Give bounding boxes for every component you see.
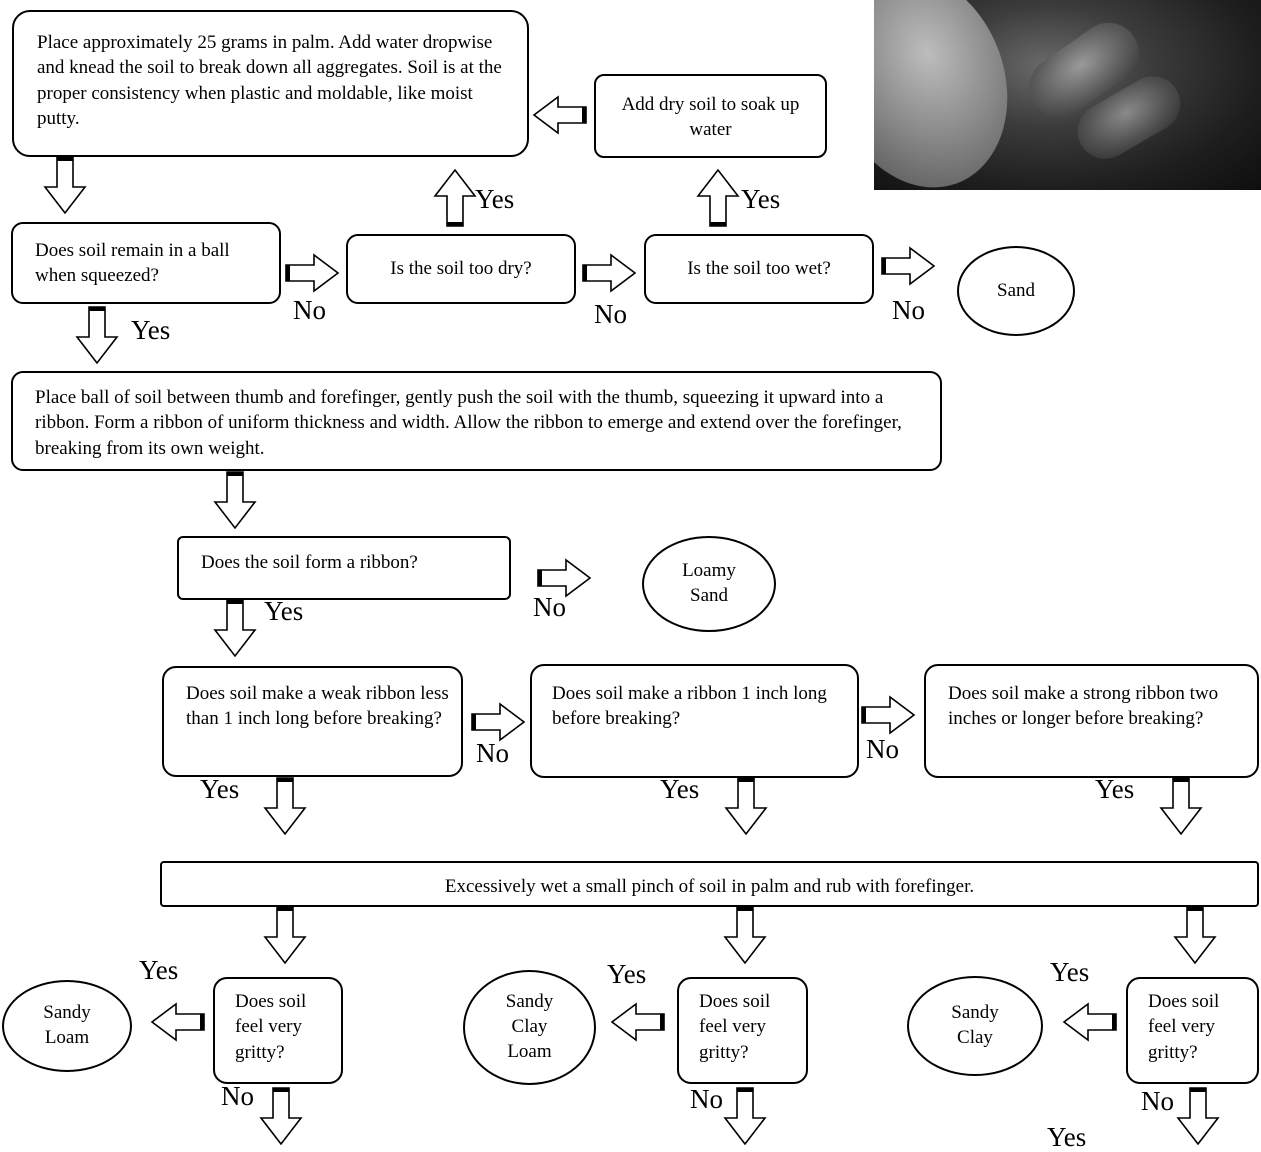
form-ribbon-text: Does the soil form a ribbon? xyxy=(201,552,418,573)
result-sandy-loam: Sandy Loam xyxy=(2,980,132,1072)
label-yes-gritty-1: Yes xyxy=(139,955,179,985)
result-sand-text: Sand xyxy=(997,279,1035,301)
arrow-form-ribbon-yes xyxy=(214,599,256,657)
result-sandy-clay-loam-text: Sandy Clay Loam xyxy=(505,991,554,1062)
strong-ribbon-box: Does soil make a strong ribbon two inche… xyxy=(924,664,1259,778)
arrow-too-dry-up xyxy=(434,169,476,227)
label-yes-too-dry: Yes xyxy=(475,184,515,214)
knead-step-box: Place approximately 25 grams in palm. Ad… xyxy=(12,10,529,157)
arrow-gritty-2-yes xyxy=(611,1003,665,1041)
arrow-weak-yes xyxy=(264,777,306,835)
knead-step-text: Place approximately 25 grams in palm. Ad… xyxy=(37,32,502,130)
arrow-to-knead xyxy=(533,96,587,134)
too-wet-box: Is the soil too wet? xyxy=(644,234,874,304)
label-no-1inch: No xyxy=(866,734,899,764)
add-dry-soil-text: Add dry soil to soak up water xyxy=(621,94,800,141)
arrow-1inch-no xyxy=(861,696,915,734)
result-sandy-clay-text: Sandy Clay xyxy=(951,1002,999,1048)
arrow-gritty-3-yes xyxy=(1063,1003,1117,1041)
label-yes-gritty-3: Yes xyxy=(1050,957,1090,987)
too-wet-text: Is the soil too wet? xyxy=(687,258,831,279)
label-no-too-wet: No xyxy=(892,295,925,325)
label-no-weak: No xyxy=(476,738,509,768)
label-yes-ball: Yes xyxy=(131,315,171,345)
result-sand: Sand xyxy=(957,246,1075,336)
wet-pinch-text: Excessively wet a small pinch of soil in… xyxy=(444,876,975,897)
result-sandy-loam-text: Sandy Loam xyxy=(43,1002,91,1048)
arrow-ball-no xyxy=(285,254,339,292)
arrow-too-wet-up xyxy=(697,169,739,227)
arrow-ball-yes xyxy=(76,306,118,364)
ribbon-1inch-text: Does soil make a ribbon 1 inch long befo… xyxy=(552,683,827,730)
soil-photo xyxy=(874,0,1261,190)
result-sandy-clay-loam: Sandy Clay Loam xyxy=(463,970,596,1085)
too-dry-box: Is the soil too dry? xyxy=(346,234,576,304)
ball-question-text: Does soil remain in a ball when squeezed… xyxy=(35,240,230,287)
arrow-gritty-3-no xyxy=(1177,1087,1219,1145)
strong-ribbon-text: Does soil make a strong ribbon two inche… xyxy=(948,683,1219,730)
label-no-gritty-2: No xyxy=(690,1084,723,1114)
result-loamy-sand-text: Loamy Sand xyxy=(682,560,736,606)
weak-ribbon-text: Does soil make a weak ribbon less than 1… xyxy=(186,683,449,730)
arrow-strong-yes xyxy=(1160,777,1202,835)
ribbon-instructions-box: Place ball of soil between thumb and for… xyxy=(11,371,942,471)
gritty-text-2: Does soil feel very gritty? xyxy=(699,991,771,1063)
arrow-gritty-1-no xyxy=(260,1087,302,1145)
ribbon-instructions-text: Place ball of soil between thumb and for… xyxy=(35,387,902,459)
gritty-text-3: Does soil feel very gritty? xyxy=(1148,991,1220,1063)
label-no-form-ribbon: No xyxy=(533,592,566,622)
form-ribbon-box: Does the soil form a ribbon? xyxy=(177,536,511,600)
ribbon-1inch-box: Does soil make a ribbon 1 inch long befo… xyxy=(530,664,859,778)
label-no-gritty-3: No xyxy=(1141,1086,1174,1116)
arrow-form-ribbon-no xyxy=(537,559,591,597)
ball-question-box: Does soil remain in a ball when squeezed… xyxy=(11,222,281,304)
label-no-ball: No xyxy=(293,295,326,325)
gritty-box-3: Does soil feel very gritty? xyxy=(1126,977,1259,1084)
add-dry-soil-box: Add dry soil to soak up water xyxy=(594,74,827,158)
arrow-weak-no xyxy=(471,703,525,741)
label-yes-strong: Yes xyxy=(1095,774,1135,804)
arrow-1inch-yes xyxy=(725,777,767,835)
label-yes-too-wet: Yes xyxy=(741,184,781,214)
arrow-pinch-3 xyxy=(1174,906,1216,964)
label-no-too-dry: No xyxy=(594,299,627,329)
arrow-pinch-1 xyxy=(264,906,306,964)
label-yes-gritty-2: Yes xyxy=(607,959,647,989)
arrow-gritty-1-yes xyxy=(151,1003,205,1041)
label-no-gritty-1: No xyxy=(221,1081,254,1111)
label-yes-1inch: Yes xyxy=(660,774,700,804)
arrow-too-wet-no xyxy=(881,247,935,285)
arrow-gritty-2-no xyxy=(724,1087,766,1145)
label-yes-form-ribbon: Yes xyxy=(264,596,304,626)
result-sandy-clay: Sandy Clay xyxy=(907,976,1043,1076)
weak-ribbon-box: Does soil make a weak ribbon less than 1… xyxy=(162,666,463,777)
gritty-box-2: Does soil feel very gritty? xyxy=(677,977,808,1084)
too-dry-text: Is the soil too dry? xyxy=(390,258,532,279)
wet-pinch-box: Excessively wet a small pinch of soil in… xyxy=(160,861,1259,907)
arrow-instructions-down xyxy=(214,471,256,529)
label-yes-bottom: Yes xyxy=(1047,1122,1087,1152)
result-loamy-sand: Loamy Sand xyxy=(642,536,776,632)
arrow-knead-down xyxy=(44,156,86,214)
gritty-text-1: Does soil feel very gritty? xyxy=(235,991,307,1063)
gritty-box-1: Does soil feel very gritty? xyxy=(213,977,343,1084)
label-yes-weak: Yes xyxy=(200,774,240,804)
arrow-too-dry-no xyxy=(582,254,636,292)
arrow-pinch-2 xyxy=(724,906,766,964)
